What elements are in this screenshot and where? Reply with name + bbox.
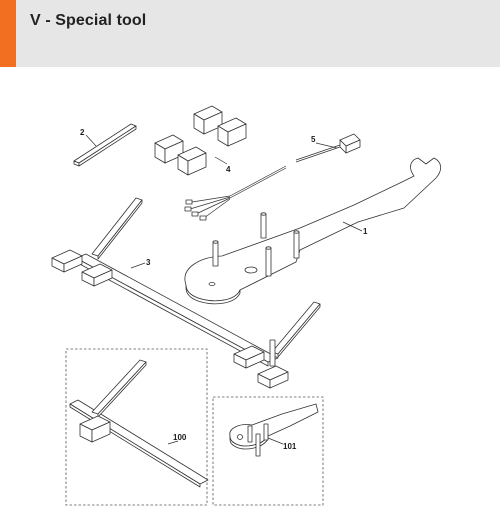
detail-box-101 (212, 396, 324, 506)
callout-5: 5 (311, 135, 316, 144)
callout-4: 4 (226, 165, 231, 174)
part-1-fixture-plate[interactable] (184, 157, 442, 305)
brand-accent-bar (0, 0, 16, 67)
leader-5 (315, 142, 338, 149)
callout-101: 101 (283, 442, 297, 451)
part-2-gauge-bar[interactable] (73, 123, 137, 167)
page-title: V - Special tool (30, 12, 147, 29)
pin-a (212, 240, 219, 267)
part-100-gauge-frame[interactable] (69, 359, 209, 488)
block-b (217, 117, 247, 147)
part-4-blocks[interactable] (154, 105, 247, 176)
callout-3: 3 (146, 258, 151, 267)
pin-d (293, 230, 300, 259)
callout-100: 100 (173, 433, 187, 442)
leader-3 (130, 262, 146, 269)
callout-1: 1 (363, 227, 368, 236)
part-3-adjustment-frame[interactable] (51, 197, 321, 389)
block-a (193, 105, 223, 135)
leader-4 (214, 156, 228, 165)
pin-c (265, 246, 272, 277)
frame-block-bottom-right (257, 365, 289, 389)
leader-101 (267, 437, 284, 445)
frame-block-top-right (81, 263, 113, 287)
page-header: V - Special tool (0, 0, 500, 67)
frame-block-bottom-left (233, 345, 265, 369)
frame-block-top-left (51, 249, 83, 273)
block-c (154, 134, 184, 164)
block-d (177, 146, 207, 176)
part-5-cable-harness[interactable] (184, 133, 361, 221)
leader-1 (342, 221, 363, 232)
part-101-small-fixture[interactable] (229, 403, 319, 457)
callout-2: 2 (80, 128, 85, 137)
leader-2 (85, 134, 97, 147)
leader-100 (167, 440, 179, 445)
pin-b (260, 212, 267, 239)
